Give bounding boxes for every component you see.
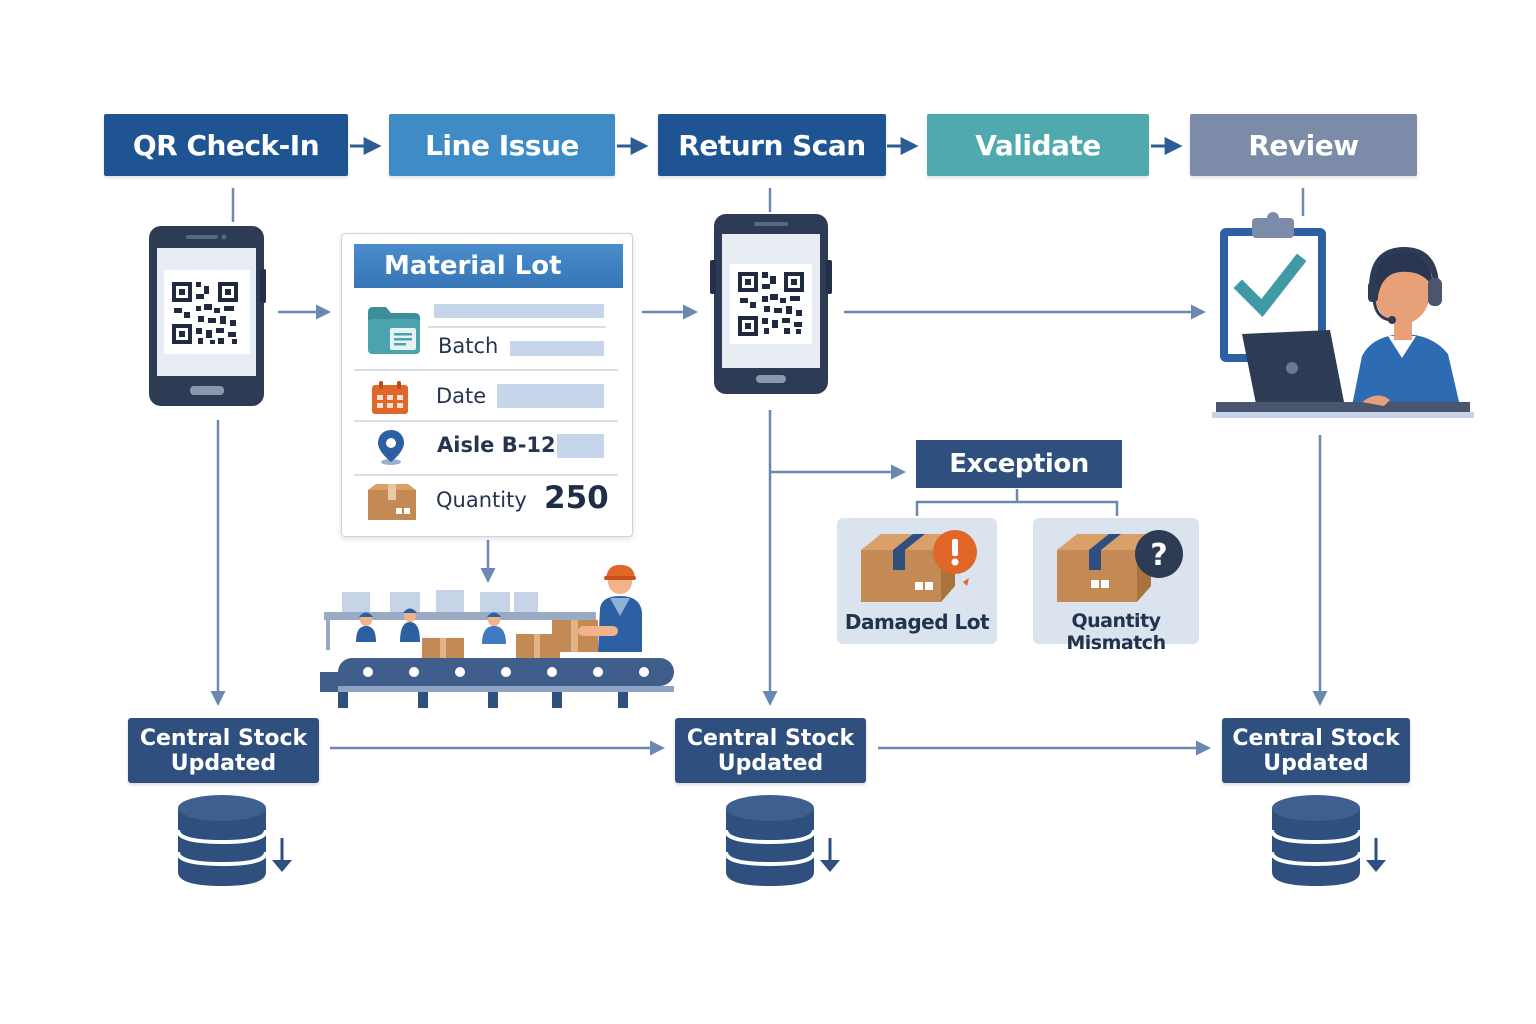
conveyor-line-illustration (320, 564, 674, 708)
step-return-scan: Return Scan (658, 114, 886, 176)
batch-top-bar (434, 304, 604, 318)
aisle-bar (557, 434, 604, 458)
step-line-issue: Line Issue (389, 114, 615, 176)
database-icon (176, 795, 292, 886)
separator (354, 474, 618, 476)
date-bar (497, 384, 604, 408)
database-icon (1270, 795, 1386, 886)
stock-line2: Updated (170, 750, 277, 776)
quantity-value: 250 (544, 480, 609, 516)
step-qr-check-in: QR Check-In (104, 114, 348, 176)
separator (354, 420, 618, 422)
batch-label: Batch (438, 334, 499, 358)
separator (428, 326, 606, 328)
phone-return-scan-icon (710, 214, 832, 394)
step-validate: Validate (927, 114, 1149, 176)
stock-line2: Updated (717, 750, 824, 776)
folder-icon (368, 307, 420, 354)
damaged-lot-card: Damaged Lot (837, 518, 997, 644)
question-box-icon: ? (1057, 530, 1183, 602)
stock-line1: Central Stock (686, 725, 855, 751)
box-icon (368, 484, 416, 520)
material-lot-title: Material Lot (354, 244, 623, 288)
quantity-label: Quantity (436, 488, 527, 512)
exception-header: Exception (916, 440, 1122, 488)
quantity-mismatch-label: Quantity Mismatch (1066, 610, 1166, 654)
stock-line1: Central Stock (1232, 725, 1400, 751)
quantity-mismatch-card: ? Quantity Mismatch (1033, 518, 1199, 654)
calendar-icon (372, 381, 408, 414)
aisle-label: Aisle B-12 (437, 433, 556, 457)
svg-text:?: ? (1150, 538, 1167, 573)
phone-qr-icon (149, 226, 266, 406)
database-icon (724, 795, 840, 886)
separator (354, 369, 618, 371)
reviewer-workstation-illustration (1212, 212, 1474, 418)
damaged-lot-label: Damaged Lot (844, 610, 990, 634)
stock-line2: Updated (1263, 750, 1369, 776)
batch-bar (510, 341, 604, 356)
step-review: Review (1190, 114, 1417, 176)
date-label: Date (436, 384, 487, 408)
location-pin-icon (378, 430, 404, 465)
damaged-box-icon (861, 530, 977, 602)
stock-line1: Central Stock (139, 725, 308, 751)
material-lot-card: Material Lot Batch Date Aisle B-12 (341, 233, 633, 537)
